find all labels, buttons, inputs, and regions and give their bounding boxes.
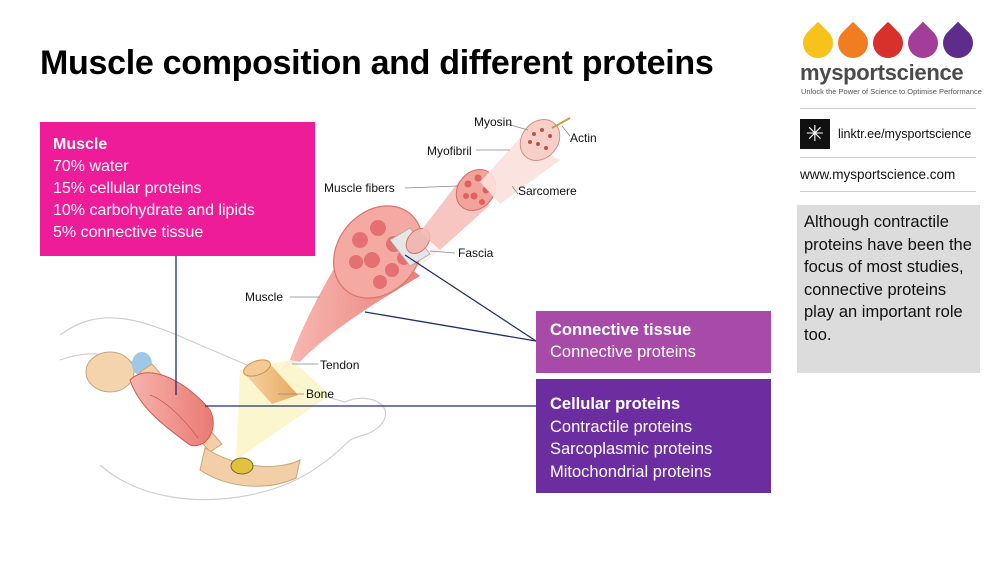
cellular-box-line: Mitochondrial proteins: [550, 462, 712, 481]
connective-box-heading: Connective tissue: [550, 321, 692, 339]
myofibril: [480, 117, 571, 204]
muscle-box-line: 5% connective tissue: [53, 224, 204, 241]
website-link[interactable]: www.mysportscience.com: [800, 167, 956, 182]
divider: [800, 108, 976, 109]
connective-tissue-box: Connective tissue Connective proteins: [536, 311, 771, 373]
muscle-box-line: 70% water: [53, 158, 129, 175]
label-muscle: Muscle: [245, 290, 284, 304]
asterisk-icon: ✳: [800, 119, 830, 149]
page-title: Muscle composition and different protein…: [40, 44, 714, 82]
linktree-link[interactable]: linktr.ee/mysportscience: [838, 127, 972, 141]
muscle-box-heading: Muscle: [53, 136, 108, 153]
connective-box-line: Connective proteins: [550, 343, 696, 361]
muscle-box-line: 10% carbohydrate and lipids: [53, 202, 255, 219]
divider: [800, 191, 976, 192]
connector-lines: [175, 254, 537, 407]
label-tendon: Tendon: [320, 358, 360, 372]
note-box: Although contractile proteins have been …: [797, 205, 980, 373]
cellular-box-line: Contractile proteins: [550, 417, 693, 436]
label-fascia: Fascia: [458, 246, 494, 260]
muscle-belly: [290, 205, 431, 362]
cellular-proteins-box: Cellular proteins Contractile proteins S…: [536, 379, 771, 493]
muscle-box-line: 15% cellular proteins: [53, 180, 202, 197]
muscle-composition-box: Muscle 70% water 15% cellular proteins 1…: [40, 122, 315, 256]
label-muscle-fibers: Muscle fibers: [324, 181, 395, 195]
brand-name: mysportscience: [800, 60, 964, 85]
cellular-box-line: Sarcoplasmic proteins: [550, 440, 713, 458]
divider: [800, 157, 976, 158]
label-sarcomere: Sarcomere: [518, 184, 577, 198]
label-bone: Bone: [306, 387, 335, 401]
cellular-box-heading: Cellular proteins: [550, 395, 681, 413]
label-myosin: Myosin: [474, 115, 513, 129]
label-actin: Actin: [570, 131, 597, 145]
brand-tagline: Unlock the Power of Science to Optimise …: [801, 87, 982, 96]
label-myofibril: Myofibril: [427, 144, 472, 158]
